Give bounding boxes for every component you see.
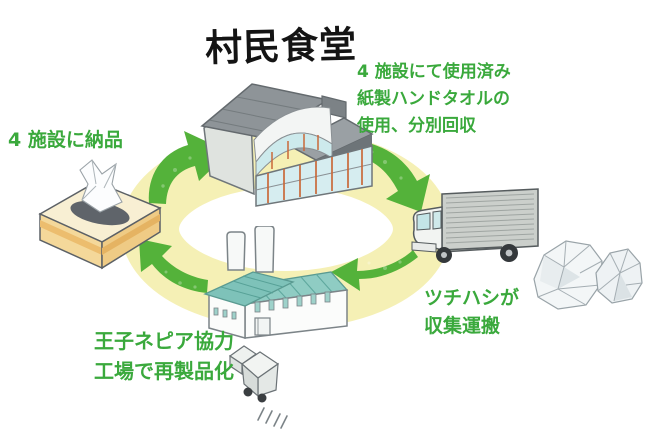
arrow-factory-to-product-icon — [139, 239, 208, 293]
arrow-restaurant-to-truck-icon — [357, 141, 430, 212]
label-line: 紙製ハンドタオルの — [357, 89, 510, 109]
factory-icon — [203, 226, 349, 339]
village-diner-logo: 村民食堂 — [204, 22, 358, 70]
motion-lines — [257, 407, 288, 429]
label-line: 4 施設にて使用済み — [357, 62, 511, 82]
label-line: 工場で再製品化 — [94, 359, 234, 383]
departing-truck-icon — [228, 345, 288, 429]
label-transport-company: ツチハシが 収集運搬 — [424, 284, 519, 340]
box-truck-icon — [411, 188, 539, 263]
restaurant-building-icon — [200, 83, 374, 207]
label-remanufacture-factory: 王子ネピア協力 工場で再製品化 — [94, 326, 234, 386]
tissue-box-icon — [38, 159, 162, 270]
label-line: 収集運搬 — [424, 315, 501, 337]
label-line: 王子ネピア協力 — [94, 329, 234, 353]
label-line: 使用、分別回収 — [357, 116, 476, 136]
label-delivery-to-facilities: 4 施設に納品 — [8, 128, 123, 152]
crumpled-paper-icon — [533, 240, 643, 310]
label-line: 4 施設に納品 — [8, 129, 123, 151]
arrow-truck-to-factory-icon — [331, 250, 418, 291]
label-used-towel-collection: 4 施設にて使用済み 紙製ハンドタオルの 使用、分別回収 — [357, 59, 511, 140]
label-line: ツチハシが — [424, 287, 520, 309]
